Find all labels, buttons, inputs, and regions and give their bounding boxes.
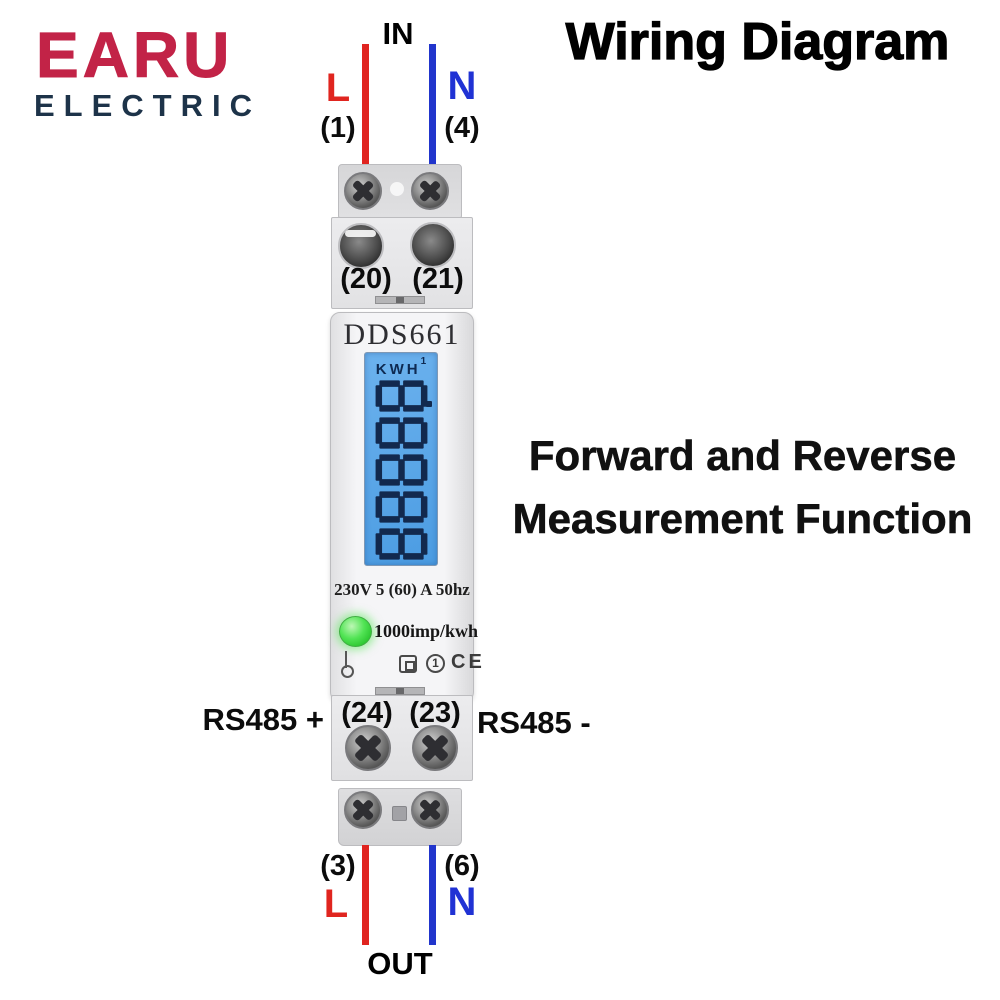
ce-mark: CE <box>451 651 485 673</box>
rs485-negative-label: RS485 - <box>477 705 591 740</box>
double-insulation-icon <box>399 655 417 673</box>
pulse-terminal-21 <box>410 222 456 268</box>
rating-label: 230V 5 (60) A 50hz <box>334 580 470 599</box>
output-neutral-wire <box>429 845 436 945</box>
lcd-unit-superscript: 1 <box>420 356 427 367</box>
neutral-label-top: N <box>447 64 477 108</box>
lcd-digit <box>371 527 431 561</box>
rs485-positive-label: RS485 + <box>202 702 324 737</box>
lcd-unit-text: KWH <box>375 361 421 378</box>
terminal-6-label: (6) <box>444 850 480 882</box>
screw-terminal-24 <box>345 725 391 771</box>
accuracy-class-badge: 1 <box>426 654 445 673</box>
seal-icon <box>339 651 354 678</box>
out-label: OUT <box>367 946 433 981</box>
terminal-4-label: (4) <box>444 112 480 144</box>
live-label-top: L <box>325 66 351 110</box>
screw-terminal-23 <box>412 725 458 771</box>
reflection-highlight <box>390 182 404 196</box>
terminal-24-label: (24) <box>341 697 393 729</box>
screw-terminal-4 <box>411 172 449 210</box>
neutral-label-bottom: N <box>447 880 477 924</box>
pulse-constant-label: 1000imp/kwh <box>374 621 479 641</box>
lcd-digit <box>371 379 431 413</box>
screw-terminal-3 <box>344 791 382 829</box>
lcd-digit <box>371 490 431 524</box>
brand-subtitle: ELECTRIC <box>34 88 261 123</box>
terminal-3-label: (3) <box>320 850 356 882</box>
output-live-wire <box>362 845 369 945</box>
screw-terminal-1 <box>344 172 382 210</box>
page-title: Wiring Diagram <box>565 12 950 71</box>
input-neutral-wire <box>429 44 436 192</box>
lcd-decimal-point <box>426 401 432 407</box>
feature-line-2: Measurement Function <box>512 495 973 543</box>
pulse-led <box>339 616 372 647</box>
lcd-digit <box>371 453 431 487</box>
lcd-display: KWH1 <box>364 352 438 566</box>
pulse-terminal-20 <box>338 223 384 269</box>
terminal-21-label: (21) <box>412 263 464 295</box>
terminal-23-label: (23) <box>409 697 461 729</box>
screw-terminal-6 <box>411 791 449 829</box>
terminal-1-label: (1) <box>320 112 356 144</box>
brand-logo: EARU <box>35 19 234 92</box>
live-label-bottom: L <box>323 882 349 926</box>
feature-text: Forward and Reverse Measurement Function <box>490 424 995 550</box>
terminal-20-label: (20) <box>340 263 392 295</box>
lcd-digit <box>371 416 431 450</box>
din-clip-slot-bottom <box>375 687 425 695</box>
in-label: IN <box>382 16 414 51</box>
din-clip-square <box>392 806 407 821</box>
feature-line-1: Forward and Reverse <box>528 432 957 480</box>
din-clip-slot-top <box>375 296 425 304</box>
lcd-unit-label: KWH1 <box>365 356 437 378</box>
model-label: DDS661 <box>343 318 461 351</box>
input-live-wire <box>362 44 369 192</box>
